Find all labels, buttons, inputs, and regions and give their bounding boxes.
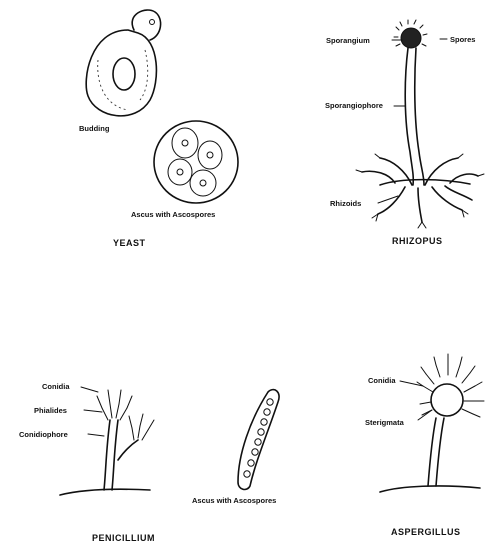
label-sporangiophore: Sporangiophore (325, 101, 383, 110)
center-ascospores (244, 399, 273, 477)
yeast-ascus (154, 121, 238, 203)
aspergillus-conidia (417, 354, 484, 417)
leader-conidiophore (88, 434, 104, 436)
aspergillus-sterigmata (420, 362, 476, 415)
aspergillus-conidiophore (428, 418, 436, 486)
caption-yeast: YEAST (113, 238, 146, 248)
leader-sterigmata (418, 410, 432, 420)
leader-phialides (84, 410, 102, 412)
aspergillus-vesicle (431, 384, 463, 416)
label-conidiophore: Conidiophore (19, 430, 68, 439)
caption-rhizopus: RHIZOPUS (392, 236, 443, 246)
rhizopus-rhizoids (356, 154, 484, 228)
label-yeast-ascus: Ascus with Ascospores (131, 210, 215, 219)
yeast-group: Budding Ascus with Ascospores YEAST (79, 10, 238, 248)
label-phialides: Phialides (34, 406, 67, 415)
rhizopus-sporangium (394, 20, 427, 48)
label-asp-conidia: Conidia (368, 376, 396, 385)
caption-aspergillus: ASPERGILLUS (391, 527, 461, 537)
aspergillus-hypha (380, 486, 480, 492)
penicillium-hypha (60, 489, 150, 495)
aspergillus-group: Conidia Sterigmata ASPERGILLUS (365, 354, 484, 537)
leader-conidia-pen (81, 387, 98, 392)
penicillium-conidiophore (104, 420, 110, 490)
yeast-budding-cell (86, 10, 160, 116)
label-center-ascus: Ascus with Ascospores (192, 496, 276, 505)
label-spores: Spores (450, 35, 475, 44)
label-pen-conidia: Conidia (42, 382, 70, 391)
label-sterigmata: Sterigmata (365, 418, 405, 427)
rhizopus-sporangiophore (405, 48, 413, 185)
penicillium-group: Conidia Phialides Conidiophore PENICILLI… (19, 382, 155, 543)
label-rhizoids: Rhizoids (330, 199, 361, 208)
label-budding: Budding (79, 124, 110, 133)
caption-penicillium: PENICILLIUM (92, 533, 155, 543)
label-sporangium: Sporangium (326, 36, 370, 45)
center-ascus-group: Ascus with Ascospores (192, 390, 279, 505)
rhizopus-group: Sporangium Spores Sporangiophore Rhizoid… (325, 20, 484, 246)
